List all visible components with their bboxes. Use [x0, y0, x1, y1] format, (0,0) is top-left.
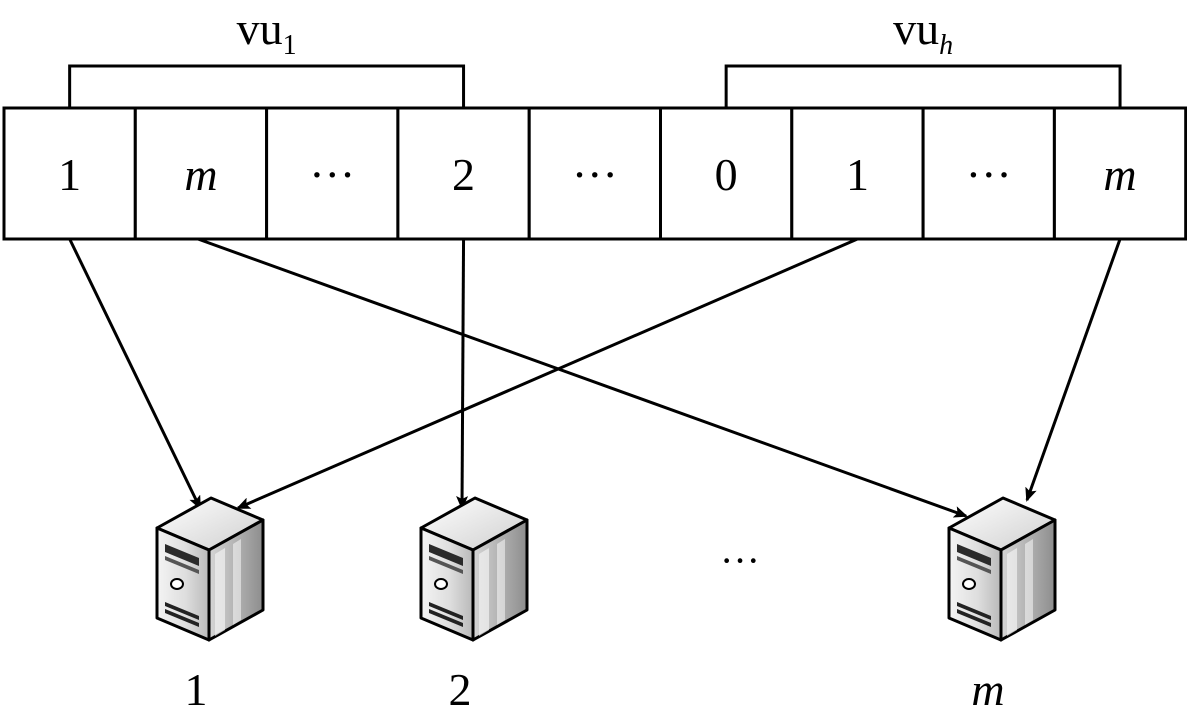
group-bracket	[724, 64, 1122, 108]
array-cell-label: ···	[966, 149, 1012, 200]
virtual-unit-array: 1 m ··· 2 ··· 0 1 ··· m	[2, 106, 1187, 241]
array-cell	[1052, 106, 1187, 241]
array-cell-label: m	[1103, 149, 1136, 200]
array-cell-label: 2	[452, 149, 475, 200]
group-label: vuh	[893, 3, 953, 61]
array-cell-label: 0	[715, 149, 738, 200]
array-cell-label: m	[184, 149, 217, 200]
server-icon	[947, 496, 1057, 642]
array-cell-label: 1	[58, 149, 81, 200]
group-brackets: vu1 vuh	[68, 3, 1122, 108]
servers: 1 2 m	[155, 496, 1057, 715]
server-ellipsis: ···	[720, 538, 760, 583]
server-label: m	[971, 664, 1004, 715]
server-icon	[155, 496, 265, 642]
mapping-arrows	[68, 237, 1122, 518]
server-icon	[419, 496, 529, 642]
server-label: 1	[185, 664, 208, 715]
array-cell-label: ···	[572, 149, 618, 200]
mapping-arrow	[68, 238, 202, 510]
mapping-arrow	[236, 237, 859, 510]
array-cell	[133, 106, 269, 241]
group-label: vu1	[237, 3, 297, 61]
array-cell	[659, 106, 794, 241]
array-cell-label: ···	[309, 149, 355, 200]
mapping-arrow	[197, 237, 968, 518]
array-cell-label: 1	[846, 149, 869, 200]
array-cell	[265, 106, 400, 241]
group-bracket	[68, 64, 466, 108]
server-label: 2	[449, 664, 472, 715]
mapping-arrow	[1025, 238, 1122, 502]
mapping-arrow	[456, 238, 469, 510]
